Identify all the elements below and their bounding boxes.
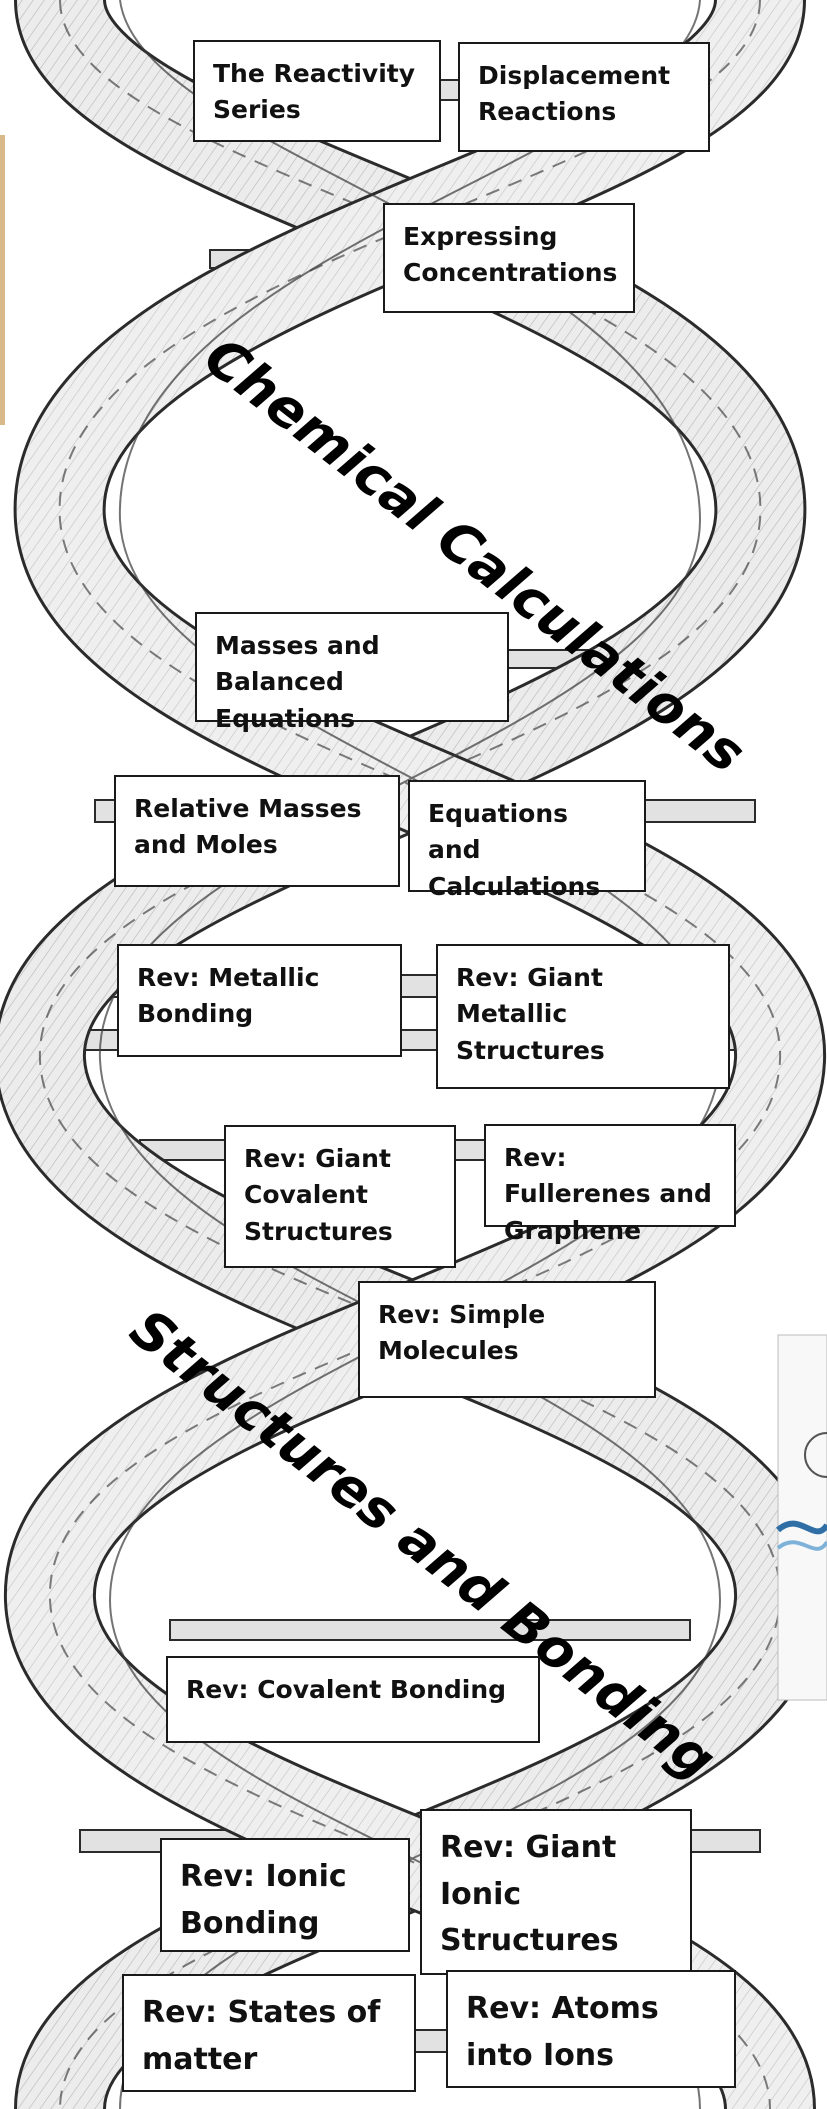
topic-covalent-bonding[interactable]: Rev: Covalent Bonding [166, 1656, 540, 1743]
topic-displacement-reactions[interactable]: Displacement Reactions [458, 42, 710, 152]
topic-giant-covalent-structures[interactable]: Rev: Giant Covalent Structures [224, 1125, 456, 1268]
topic-fullerenes-graphene[interactable]: Rev: Fullerenes and Graphene [484, 1124, 736, 1227]
left-tab [0, 135, 5, 425]
topic-relative-masses-moles[interactable]: Relative Masses and Moles [114, 775, 400, 887]
topic-atoms-into-ions[interactable]: Rev: Atoms into Ions [446, 1970, 736, 2088]
topic-masses-balanced-equations[interactable]: Masses and Balanced Equations [195, 612, 509, 722]
topic-giant-metallic-structures[interactable]: Rev: Giant Metallic Structures [436, 944, 730, 1089]
topic-equations-calculations[interactable]: Equations and Calculations [408, 780, 646, 892]
side-book-card [778, 1335, 827, 1700]
topic-expressing-concentrations[interactable]: Expressing Concentrations [383, 203, 635, 313]
topic-ionic-bonding[interactable]: Rev: Ionic Bonding [160, 1838, 410, 1952]
topic-reactivity-series[interactable]: The Reactivity Series [193, 40, 441, 142]
topic-giant-ionic-structures[interactable]: Rev: Giant Ionic Structures [420, 1809, 692, 1975]
topic-states-of-matter[interactable]: Rev: States of matter [122, 1974, 416, 2092]
topic-simple-molecules[interactable]: Rev: Simple Molecules [358, 1281, 656, 1398]
topic-metallic-bonding[interactable]: Rev: Metallic Bonding [117, 944, 402, 1057]
